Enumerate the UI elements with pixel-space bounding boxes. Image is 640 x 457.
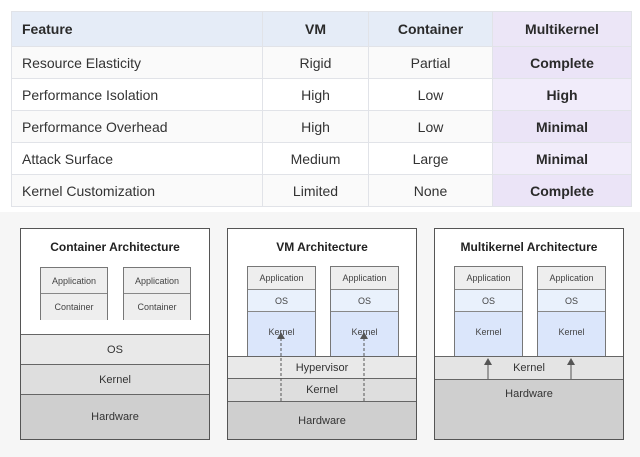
hardware-layer: Hardware (21, 394, 209, 439)
multikernel-cell: Complete (492, 46, 632, 79)
multikernel-cell: Minimal (492, 110, 632, 143)
container-architecture-title: Container Architecture (50, 240, 180, 254)
kernel-block: Kernel (455, 312, 522, 358)
multikernel-cell: Complete (492, 174, 632, 207)
application-block: Application (538, 267, 605, 290)
container-cell: None (368, 174, 493, 207)
kernel-block: Kernel (538, 312, 605, 358)
multikernel-architecture-panel: Multikernel Architecture Application OS … (434, 228, 624, 440)
feature-cell: Performance Isolation (11, 78, 263, 111)
os-block: OS (331, 290, 398, 312)
application-block: Application (248, 267, 315, 290)
application-block: Application (41, 268, 107, 294)
multikernel-stack-2: Application OS Kernel (537, 266, 606, 358)
os-block: OS (538, 290, 605, 312)
header-feature: Feature (11, 11, 263, 47)
header-multikernel: Multikernel (492, 11, 632, 47)
container-stack-1: Application Container (40, 267, 108, 320)
feature-cell: Resource Elasticity (11, 46, 263, 79)
application-block: Application (455, 267, 522, 290)
architecture-diagrams: Container Architecture Application Conta… (0, 212, 640, 457)
application-block: Application (331, 267, 398, 290)
multikernel-architecture-title: Multikernel Architecture (460, 240, 598, 254)
hardware-layer: Hardware (435, 379, 623, 439)
container-stack-2: Application Container (123, 267, 191, 320)
header-container: Container (368, 11, 493, 47)
container-cell: Low (368, 110, 493, 143)
arrow-up-icon (484, 358, 492, 365)
container-block: Container (124, 294, 190, 320)
vm-cell: Rigid (262, 46, 369, 79)
kernel-layer: Kernel (228, 378, 416, 401)
arrow-up-icon (567, 358, 575, 365)
arrow-up-icon (360, 332, 368, 339)
os-block: OS (248, 290, 315, 312)
vm-stack-2: Application OS Kernel (330, 266, 399, 358)
kernel-layer: Kernel (435, 356, 623, 379)
comparison-table: Feature VM Container Multikernel Resourc… (11, 11, 632, 207)
table-header-row: Feature VM Container Multikernel (11, 11, 632, 47)
feature-cell: Kernel Customization (11, 174, 263, 207)
multikernel-cell: Minimal (492, 142, 632, 175)
multikernel-arrows (484, 358, 575, 379)
hardware-layer: Hardware (228, 401, 416, 439)
os-block: OS (455, 290, 522, 312)
container-architecture-panel: Container Architecture Application Conta… (20, 228, 210, 440)
feature-cell: Attack Surface (11, 142, 263, 175)
arrow-up-icon (277, 332, 285, 339)
kernel-layer: Kernel (21, 364, 209, 394)
vm-cell: High (262, 110, 369, 143)
container-cell: Low (368, 78, 493, 111)
vm-cell: Medium (262, 142, 369, 175)
os-layer: OS (21, 334, 209, 364)
vm-architecture-title: VM Architecture (276, 240, 368, 254)
vm-cell: High (262, 78, 369, 111)
container-block: Container (41, 294, 107, 320)
vm-cell: Limited (262, 174, 369, 207)
hypervisor-layer: Hypervisor (228, 356, 416, 378)
multikernel-cell: High (492, 78, 632, 111)
vm-arrows (277, 332, 368, 401)
header-vm: VM (262, 11, 369, 47)
feature-cell: Performance Overhead (11, 110, 263, 143)
container-cell: Large (368, 142, 493, 175)
vm-architecture-panel: VM Architecture Application OS Kernel Ap… (227, 228, 417, 440)
application-block: Application (124, 268, 190, 294)
container-cell: Partial (368, 46, 493, 79)
multikernel-stack-1: Application OS Kernel (454, 266, 523, 358)
vm-stack-1: Application OS Kernel (247, 266, 316, 358)
